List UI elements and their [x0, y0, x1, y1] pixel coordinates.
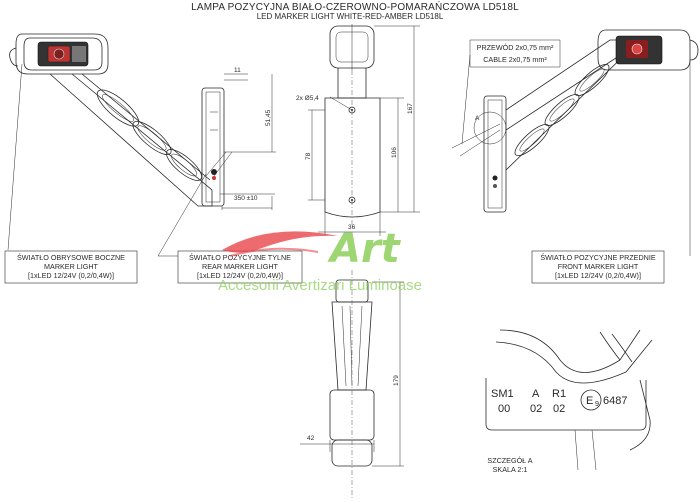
front-marker-label-box: ŚWIATŁO POZYCYJNE PRZEDNIE FRONT MARKER … [531, 250, 665, 284]
side-label-spec: [1xLED 12/24V (0,2/0,4W)] [28, 271, 114, 280]
watermark-text: Accesorii Avertizari Luminoase [218, 277, 422, 294]
front-label-pl: ŚWIATŁO POZYCYJNE PRZEDNIE [540, 253, 655, 262]
drawing-subtitle: LED MARKER LIGHT WHITE-RED-AMBER LD518L [257, 12, 444, 21]
dim-106: 106 [391, 147, 398, 158]
dim-179: 179 [393, 375, 400, 386]
side-label-en: MARKER LIGHT [44, 262, 99, 271]
dim-51: 51,45 [265, 109, 272, 126]
rear-label-spec: [1xLED 12/24V (0,2/0,4W)] [197, 271, 283, 280]
approval-number: 6487 [603, 395, 627, 407]
watermark-logo: Art [327, 226, 402, 272]
detail-code-2: A [532, 388, 540, 400]
side-label-pl: ŚWIATŁO OBRYSOWE BOCZNE [17, 253, 125, 262]
side-marker-label-box: ŚWIATŁO OBRYSOWE BOCZNE MARKER LIGHT [1x… [4, 250, 138, 284]
dim-78: 78 [305, 152, 312, 160]
cable-label-en: CABLE 2x0,75 mm² [483, 55, 547, 64]
cable-label-pl: PRZEWÓD 2x0,75 mm² [477, 43, 554, 52]
front-label-en: FRONT MARKER LIGHT [558, 262, 639, 271]
watermark: Art Accesorii Avertizari Luminoase [218, 226, 422, 294]
drawing-title: LAMPA POZYCYJNA BIAŁO-CZEROWNO-POMARAŃCZ… [191, 0, 519, 13]
detail-num-2: 02 [530, 403, 542, 415]
dim-11: 11 [234, 67, 241, 74]
detail-caption: SZCZEGÓŁ A [487, 456, 532, 465]
detail-code-3: R1 [552, 388, 566, 400]
dim-42: 42 [307, 435, 315, 442]
rear-label-en: REAR MARKER LIGHT [202, 262, 278, 271]
detail-scale: SKALA 2:1 [493, 465, 528, 474]
front-label-spec: [1xLED 12/24V (0,2/0,4W)] [555, 271, 641, 280]
emark-circle [580, 389, 602, 411]
emark-letter: E [586, 395, 593, 407]
rear-marker-label-box: ŚWIATŁO POZYCYJNE TYLNE REAR MARKER LIGH… [177, 250, 303, 284]
left-lamp-view: 11 51,45 350 ±10 [7, 33, 276, 257]
dim-36: 36 [348, 224, 356, 231]
detail-a-view: SM1 A R1 00 02 02 E 9 6487 SZCZEGÓŁ A SK… [485, 329, 653, 474]
detail-code-1: SM1 [491, 388, 514, 400]
dim-167: 167 [407, 103, 414, 114]
right-lamp-view: A [451, 29, 699, 256]
dim-350: 350 ±10 [234, 195, 258, 202]
center-lamp-view: 2x Ø5,4 106 167 78 36 179 42 [296, 24, 420, 498]
emark-number: 9 [595, 399, 599, 408]
detail-num-3: 02 [553, 403, 565, 415]
detail-marker: A [475, 115, 480, 122]
holes-callout: 2x Ø5,4 [296, 95, 319, 102]
detail-num-1: 00 [498, 403, 510, 415]
rear-label-pl: ŚWIATŁO POZYCYJNE TYLNE [189, 253, 291, 262]
